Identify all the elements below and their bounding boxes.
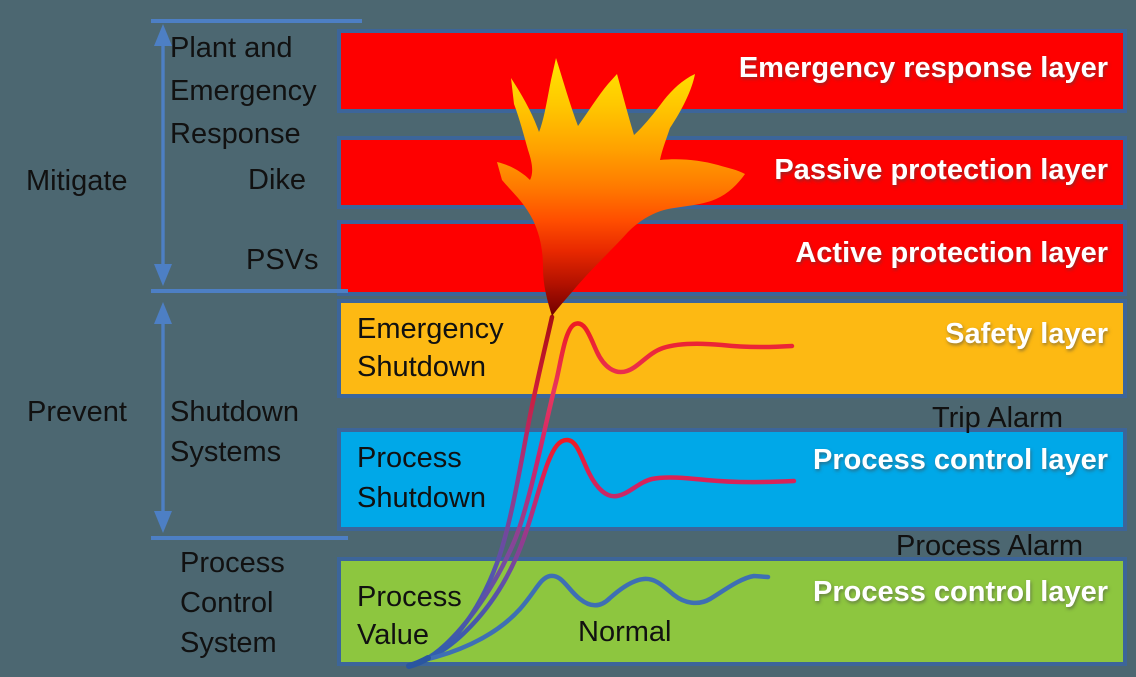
shutdown-systems-line2: Systems	[170, 436, 282, 468]
bracket-line-bottom	[151, 536, 348, 540]
process-shutdown-line2: Shutdown	[357, 482, 486, 514]
process-control-layer-label: Process control layer	[813, 576, 1108, 608]
process-value-label: Process Value	[357, 578, 462, 654]
emergency-shutdown-label: Emergency Shutdown	[357, 310, 504, 386]
plant-line3: Response	[170, 118, 301, 150]
emergency-shutdown-line1: Emergency	[357, 313, 504, 345]
safety-layer-label: Safety layer	[945, 318, 1108, 350]
mitigate-label: Mitigate	[26, 165, 128, 197]
plant-line2: Emergency	[170, 75, 317, 107]
pcs-line1: Process	[180, 547, 285, 579]
process-value-line1: Process	[357, 581, 462, 613]
emergency-shutdown-line2: Shutdown	[357, 351, 486, 383]
process-alarm-label: Process Alarm	[896, 530, 1083, 562]
shutdown-systems-line1: Shutdown	[170, 396, 299, 428]
bracket-line-middle	[151, 289, 348, 293]
prevent-label: Prevent	[27, 396, 127, 428]
pcs-line2: Control	[180, 587, 274, 619]
shutdown-systems-label: Shutdown Systems	[170, 392, 299, 472]
process-shutdown-line1: Process	[357, 442, 462, 474]
plant-line1: Plant and	[170, 32, 293, 64]
process-control-trip-layer-label: Process control layer	[813, 444, 1108, 476]
active-protection-layer-label: Active protection layer	[795, 237, 1108, 269]
emergency-response-layer-label: Emergency response layer	[738, 52, 1108, 84]
dike-label: Dike	[248, 164, 307, 196]
trip-alarm-label: Trip Alarm	[931, 402, 1063, 434]
process-value-line2: Value	[357, 619, 430, 651]
normal-label: Normal	[578, 616, 672, 648]
process-control-system-label: Process Control System	[180, 543, 285, 663]
passive-protection-layer-label: Passive protection layer	[774, 154, 1108, 186]
psvs-label: PSVs	[246, 244, 319, 276]
process-shutdown-label: Process Shutdown	[357, 438, 486, 518]
pcs-line3: System	[180, 627, 277, 659]
bracket-line-top	[151, 19, 362, 23]
plant-emergency-response-label: Plant and Emergency Response	[170, 27, 317, 156]
